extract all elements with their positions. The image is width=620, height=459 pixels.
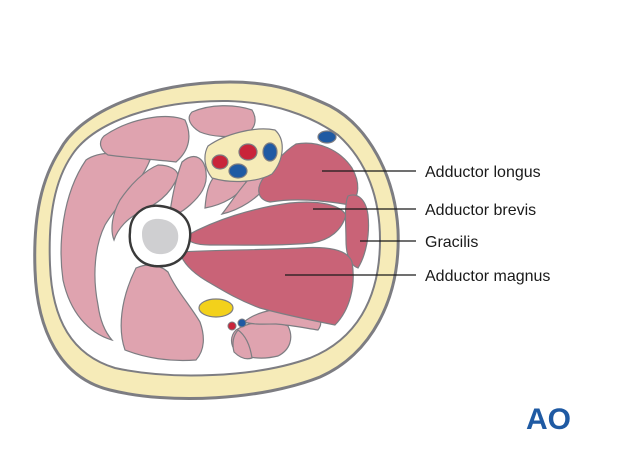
- muscle-vastus-medialis: [169, 156, 207, 215]
- ao-logo: AO: [526, 403, 571, 436]
- popliteal-vein: [237, 318, 247, 328]
- femoral-vein: [228, 163, 248, 179]
- muscle-gracilis: [344, 194, 370, 269]
- sciatic-nerve: [198, 298, 234, 318]
- popliteal-artery: [227, 321, 237, 331]
- saphenous-vein: [317, 130, 337, 144]
- muscle-adductor-brevis: [185, 201, 347, 246]
- femoral-artery: [211, 154, 229, 170]
- muscle-biceps-femoris: [120, 264, 204, 362]
- label-gracilis: Gracilis: [425, 234, 478, 251]
- femoral-artery-2: [238, 143, 258, 161]
- label-adductor-magnus: Adductor magnus: [425, 268, 550, 285]
- muscle-rectus-femoris: [99, 115, 190, 163]
- label-adductor-brevis: Adductor brevis: [425, 202, 536, 219]
- muscle-vastus-lateralis: [60, 152, 151, 342]
- muscle-posterior-small: [232, 329, 253, 360]
- label-adductor-longus: Adductor longus: [425, 164, 541, 181]
- femur-marrow: [142, 218, 179, 255]
- femoral-vein-2: [262, 142, 278, 162]
- muscle-adductor-magnus: [179, 246, 354, 326]
